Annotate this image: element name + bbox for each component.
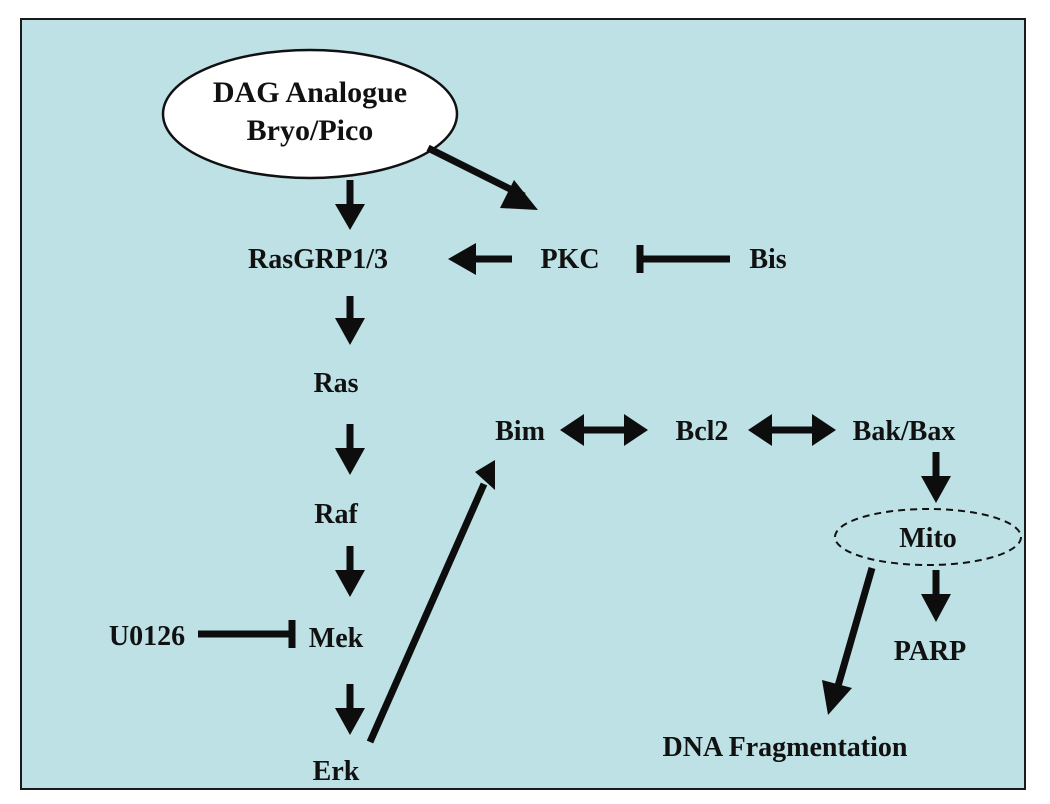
bryo-pico-label: Bryo/Pico — [247, 114, 374, 147]
arrow-mek-to-erk — [335, 684, 365, 735]
double-arrow-bim-bcl2 — [560, 414, 648, 446]
bak-bax-label: Bak/Bax — [853, 416, 956, 447]
dag-analogue-label: DAG Analogue — [213, 76, 407, 109]
mito-label: Mito — [899, 523, 957, 554]
arrow-mito-to-parp — [921, 570, 951, 622]
bis-label: Bis — [749, 244, 786, 275]
parp-label: PARP — [894, 636, 967, 667]
raf-label: Raf — [314, 499, 358, 530]
double-arrow-bcl2-bakbax — [748, 414, 836, 446]
erk-label: Erk — [313, 756, 360, 787]
u0126-label: U0126 — [109, 621, 185, 652]
pkc-label: PKC — [540, 244, 599, 275]
dna-fragmentation-label: DNA Fragmentation — [663, 732, 908, 763]
arrow-raf-to-mek — [335, 546, 365, 597]
arrow-ras-to-raf — [335, 424, 365, 475]
arrow-mito-to-dna — [822, 567, 876, 715]
arrow-erk-to-bim — [366, 460, 495, 744]
dag-analogue-oval — [161, 48, 459, 180]
arrow-bakbax-to-mito — [921, 452, 951, 503]
inhibition-u0126-to-mek — [198, 620, 296, 648]
bcl2-label: Bcl2 — [676, 416, 729, 447]
rasgrp-label: RasGRP1/3 — [248, 244, 388, 275]
arrow-dag-to-pkc — [426, 144, 538, 210]
ras-label: Ras — [313, 368, 358, 399]
bim-label: Bim — [495, 416, 545, 447]
arrow-rasgrp-to-ras — [335, 296, 365, 345]
mito-dashed-oval — [834, 508, 1022, 566]
arrow-pkc-to-rasgrp — [448, 243, 512, 275]
mek-label: Mek — [309, 623, 364, 654]
inhibition-bis-to-pkc — [636, 245, 730, 273]
arrow-dag-to-rasgrp — [335, 180, 365, 230]
